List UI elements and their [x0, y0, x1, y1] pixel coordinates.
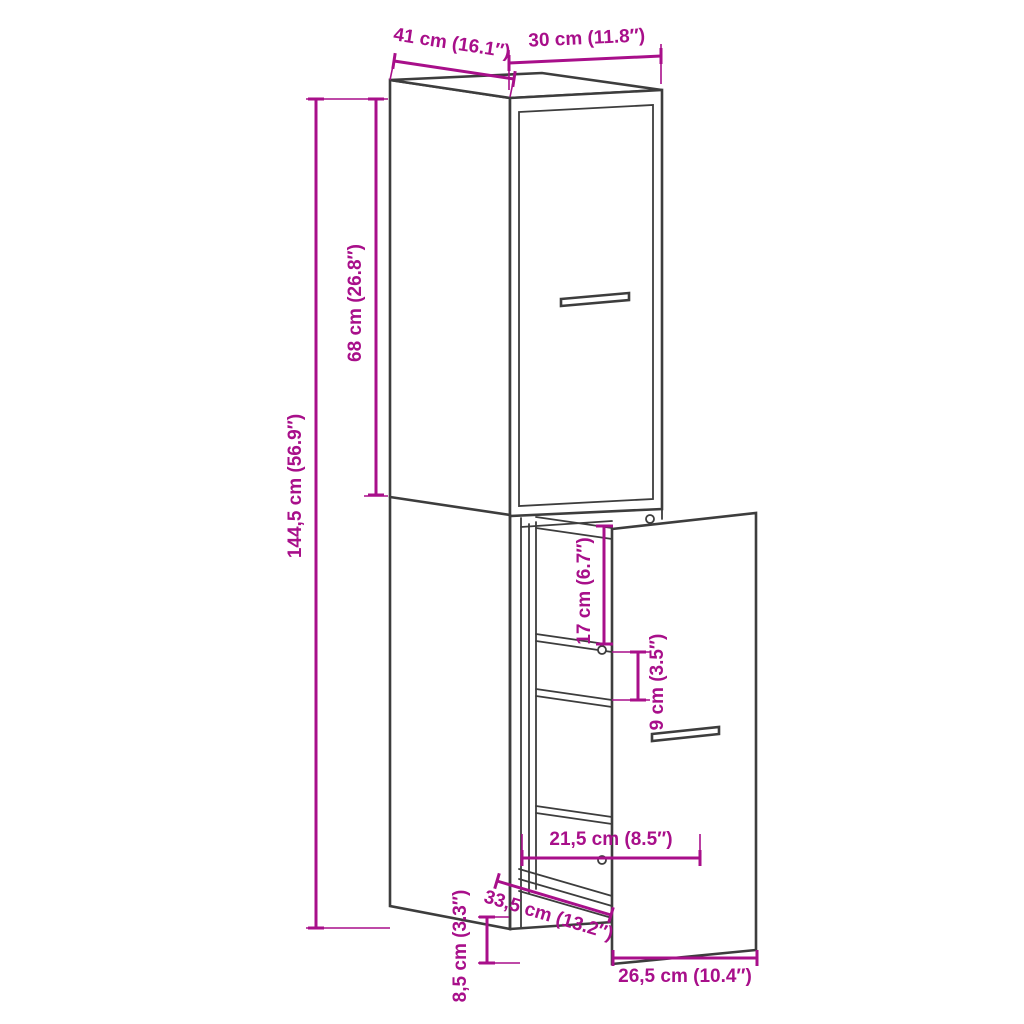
- width-dimension-label: 30 cm (11.8″): [528, 25, 646, 51]
- cabinet-drawing: [388, 71, 758, 966]
- dimension-cap: [511, 70, 517, 88]
- depth-dimension-line: [393, 59, 515, 81]
- bottom-rail-line: [518, 890, 613, 919]
- pullout-extension-dimension-line: [496, 879, 612, 917]
- shelf-edge-line: [535, 688, 613, 701]
- door-handle: [559, 291, 631, 308]
- cabinet-side-panel: [388, 78, 512, 931]
- shelf-edge-line: [535, 805, 613, 818]
- upper-height-dimension-label: 68 cm (26.8″): [345, 244, 366, 362]
- shelf-edge-line: [535, 527, 613, 540]
- shelf17-dimension-label: 17 cm (6.7″): [574, 537, 595, 644]
- lower-front-bottom-edge: [508, 920, 615, 931]
- bottom-rail-line: [518, 868, 613, 897]
- pullout-width-dimension-label: 26,5 cm (10.4″): [618, 966, 752, 987]
- shelf9-dimension-label: 9 cm (3.5″): [647, 634, 668, 731]
- bottom-rail-line: [518, 878, 613, 907]
- base-height-dimension-label: 8,5 cm (3.3″): [450, 890, 471, 1003]
- runner-peg: [597, 645, 607, 655]
- depth-dimension-label: 41 cm (16.1″): [392, 24, 512, 62]
- shelf-edge-line: [535, 812, 613, 825]
- section-divider-line: [388, 495, 512, 517]
- dimension-cap: [607, 906, 615, 924]
- total-height-dimension-label: 144,5 cm (56.9″): [285, 414, 306, 558]
- shelf-edge-line: [535, 695, 613, 708]
- inner-depth-dimension-label: 21,5 cm (8.5″): [549, 829, 672, 850]
- dimension-cap: [391, 52, 397, 70]
- cabinet-door-outline: [518, 104, 654, 507]
- width-dimension-line: [508, 54, 662, 65]
- dimension-cap: [493, 872, 501, 890]
- runner-peg: [645, 514, 655, 524]
- pullout-handle: [650, 725, 721, 743]
